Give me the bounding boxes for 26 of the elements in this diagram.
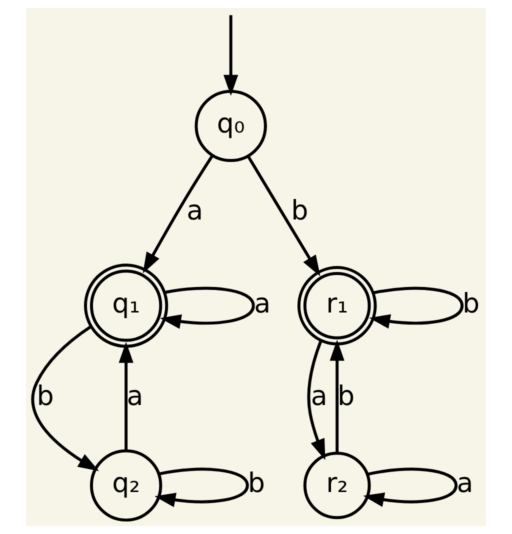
arrow: [118, 342, 134, 451]
edge-label: a: [310, 381, 328, 412]
edge-label: b: [338, 381, 355, 412]
arrow: [31, 325, 100, 472]
edge-label: b: [291, 195, 308, 226]
edge-label: a: [456, 468, 474, 500]
arrow: [142, 154, 214, 274]
edge-label: b: [248, 468, 265, 500]
edge-label: a: [126, 381, 144, 412]
arrow: [369, 286, 464, 329]
node-circle: q₂: [90, 449, 162, 522]
arrow: [363, 468, 458, 507]
arrow: [223, 15, 238, 96]
node-circle: q₁: [84, 264, 168, 348]
edge-label: b: [36, 381, 54, 412]
arrow: [246, 155, 320, 276]
node-circle: r₁: [297, 266, 377, 346]
edge-label: b: [462, 288, 480, 320]
arrow: [160, 286, 255, 329]
arrow: [154, 468, 249, 508]
arrow: [307, 340, 326, 460]
edge-label: a: [254, 288, 271, 320]
node-circle: q₀: [194, 90, 267, 162]
node-circle: r₂: [303, 452, 371, 520]
arrow: [330, 340, 344, 453]
edge-label: a: [186, 195, 204, 226]
